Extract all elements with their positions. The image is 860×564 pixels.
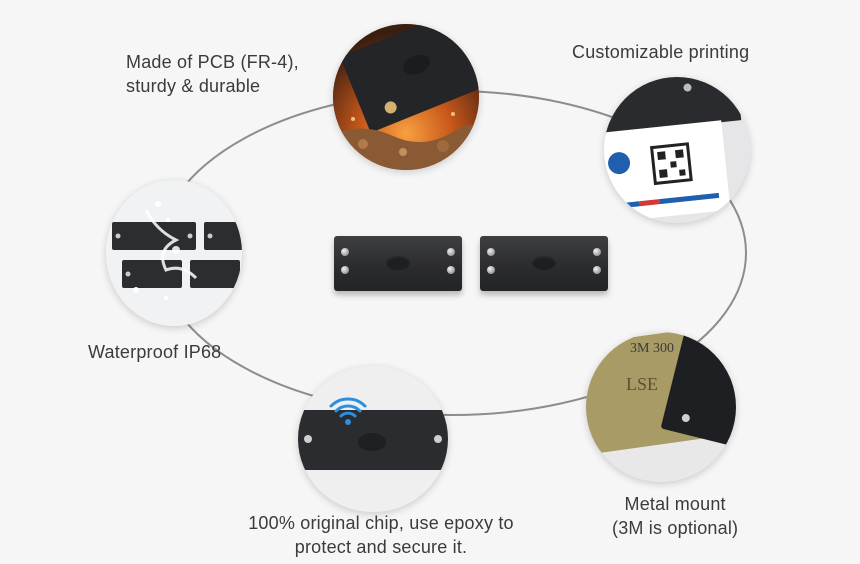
metal-mount-photo: 3M 300 LSE	[586, 332, 736, 482]
rfid-tag-right	[480, 236, 608, 291]
feature-label-waterproof: Waterproof IP68	[88, 342, 222, 362]
adhesive-brand-text: 3M 300	[630, 341, 674, 356]
feature-label-chip: 100% original chip, use epoxy to protect…	[248, 513, 514, 557]
custom-printing-photo	[604, 77, 750, 223]
rfid-tags-product	[334, 236, 610, 296]
feature-label-metal: Metal mount (3M is optional)	[612, 494, 739, 538]
rfid-tag-left	[334, 236, 462, 291]
feature-label-printing: Customizable printing	[572, 42, 750, 62]
pcb-material-photo	[333, 24, 479, 170]
adhesive-mirror-text: LSE	[626, 374, 658, 394]
feature-label-pcb: Made of PCB (FR-4), sturdy & durable	[126, 52, 299, 96]
waterproof-photo	[106, 180, 242, 326]
epoxy-chip-photo	[298, 366, 448, 512]
